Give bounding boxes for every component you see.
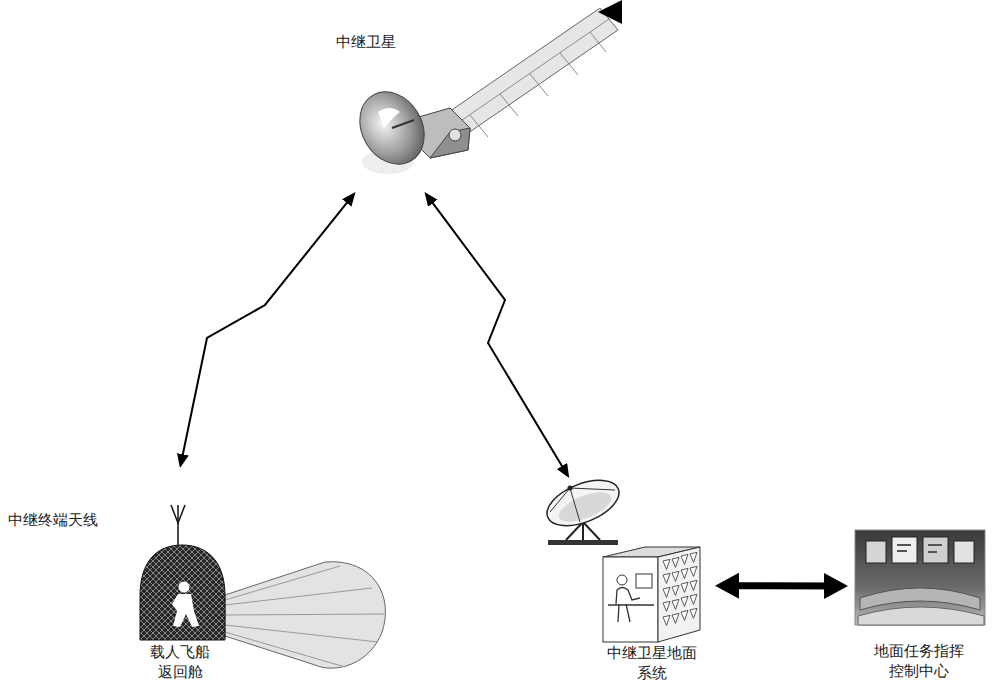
relay-satellite-illustration [430, 128, 470, 158]
ground-dish-antenna [550, 488, 615, 522]
control-center-photo [897, 545, 942, 552]
relay-satellite-illustration [449, 19, 609, 137]
return-capsule-illustration [140, 545, 225, 640]
ground-dish-antenna [541, 471, 626, 535]
return-capsule-illustration [225, 562, 385, 668]
satellite-node: 中继卫星 [330, 28, 480, 192]
ground-system-node: 中继卫星地面 系统 [535, 478, 715, 685]
ground-station-building [616, 588, 640, 623]
ground-station-building [658, 547, 700, 642]
relay-satellite-illustration [392, 120, 414, 128]
return-capsule-illustration [172, 594, 199, 627]
control-center-photo [866, 541, 886, 563]
ground-system-label: 中继卫星地面 系统 [593, 643, 711, 683]
ground-station-building [617, 575, 627, 585]
relay-satellite-illustration [347, 0, 622, 176]
relay-satellite-illustration [440, 8, 618, 140]
control-center-photo [858, 607, 984, 625]
data-link-arrow [727, 582, 836, 589]
control-center-photo [855, 530, 985, 625]
ground-dish-antenna [541, 471, 626, 545]
ground-station-building [603, 557, 658, 642]
relay-satellite-illustration [449, 129, 461, 141]
ground-station-building [636, 574, 652, 588]
antenna-label: 中继终端天线 [8, 510, 138, 530]
relay-satellite-illustration [598, 0, 622, 24]
relay-satellite-illustration [347, 80, 437, 176]
ground-station-building [603, 547, 700, 642]
return-capsule-illustration [225, 566, 386, 667]
ground-station-building [663, 552, 697, 625]
return-capsule-illustration [171, 505, 185, 523]
capsule-label: 载人飞船 返回舱 [132, 642, 228, 682]
control-center-photo [855, 530, 985, 625]
control-center-photo [923, 537, 948, 563]
control-center-photo [954, 541, 974, 563]
radio-link-arrow [426, 194, 567, 475]
radio-link-arrow [181, 194, 354, 465]
capsule-node: 载人飞船 返回舱 [120, 468, 240, 685]
satellite-label: 中继卫星 [336, 32, 416, 52]
ground-dish-antenna [555, 486, 615, 527]
ground-station-building [608, 604, 654, 606]
return-capsule-illustration [179, 582, 190, 593]
relay-satellite-illustration [378, 108, 400, 128]
control-center-label: 地面任务指挥 控制中心 [852, 641, 986, 681]
ground-dish-antenna [568, 486, 573, 491]
ground-dish-antenna [548, 540, 618, 545]
control-center-node: 地面任务指挥 控制中心 [848, 528, 990, 685]
